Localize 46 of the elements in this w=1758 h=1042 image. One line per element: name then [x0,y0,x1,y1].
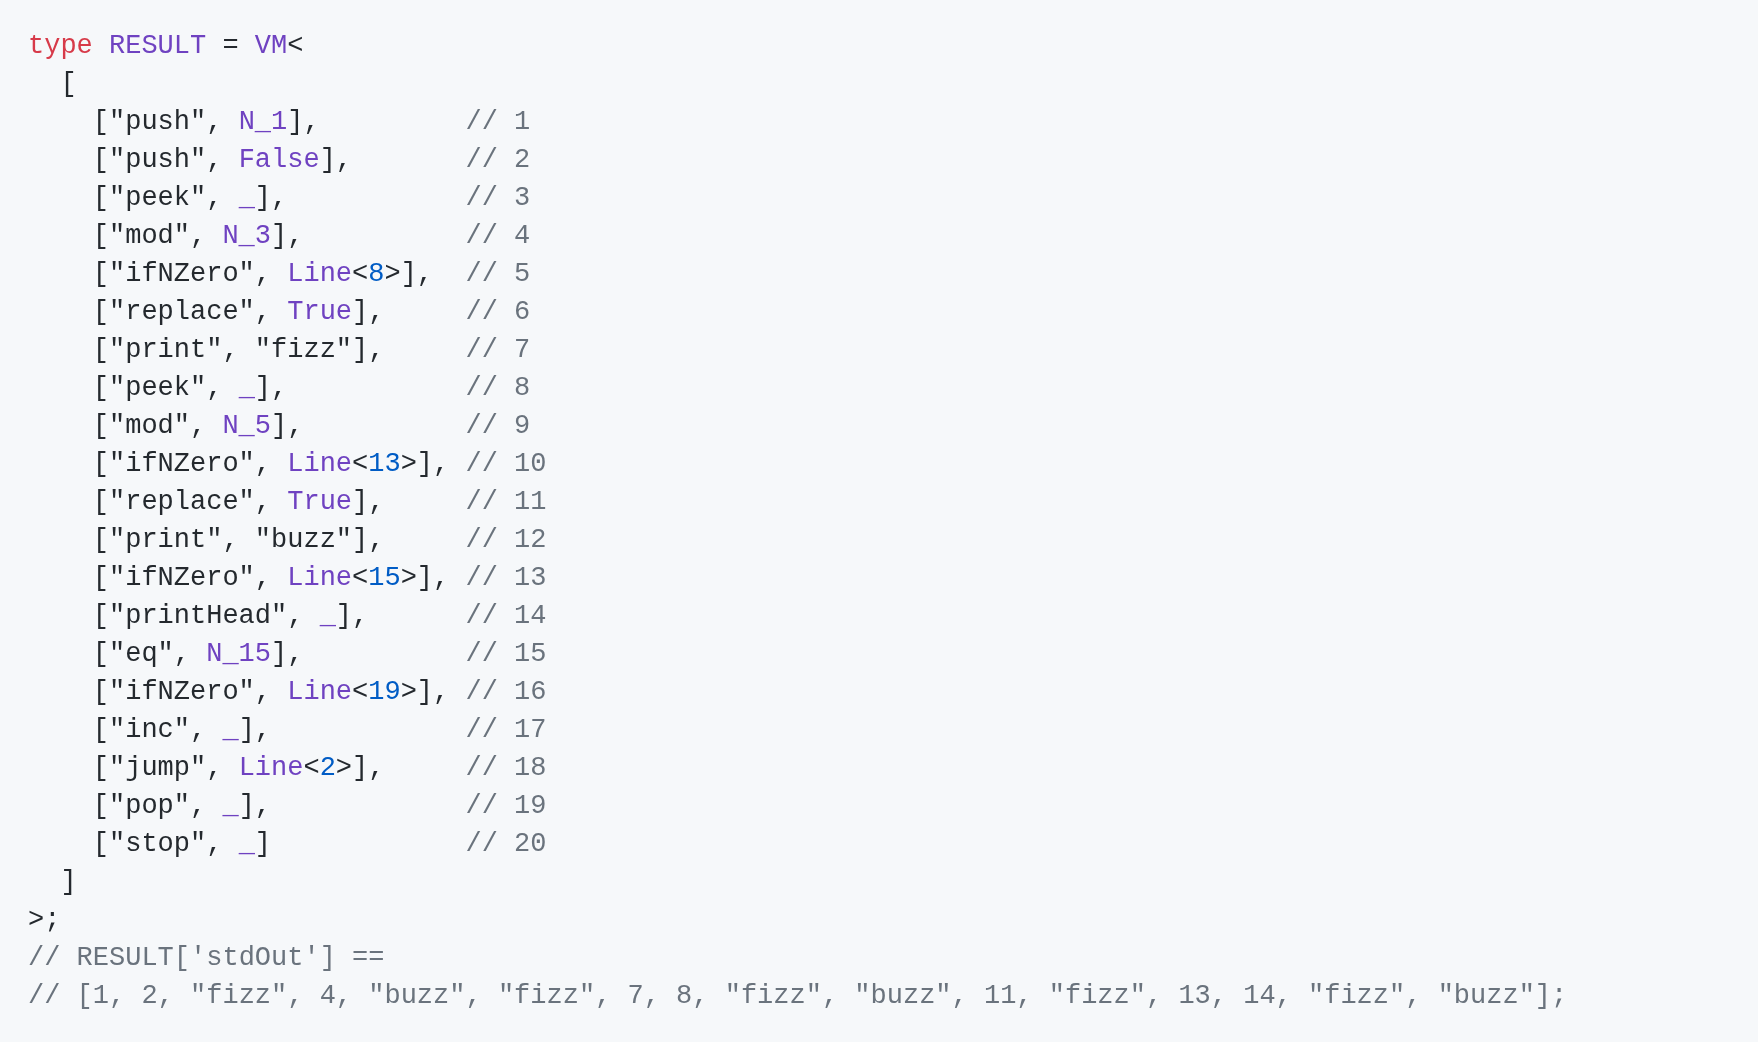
code-comment: // 7 [465,334,531,367]
code-comment: // RESULT['stdOut'] == [28,942,385,975]
code-comment: // 15 [465,638,547,671]
code-line: ["ifNZero", Line<19>], [92,676,450,709]
code-comment: // 12 [465,524,547,557]
code-comment: // 10 [465,448,547,481]
code-line: ["inc", _], [92,714,272,747]
code-line: ["ifNZero", Line<13>], [92,448,450,481]
code-comment: // 8 [465,372,531,405]
code-comment: // 14 [465,600,547,633]
code-comment: // 11 [465,486,547,519]
code-comment: // 18 [465,752,547,785]
code-line: [ [60,68,77,101]
code-line: ["peek", _], [92,182,288,215]
code-comment: // 17 [465,714,547,747]
code-comment: // 20 [465,828,547,861]
code-comment: // 1 [465,106,531,139]
code-line: ["peek", _], [92,372,288,405]
code-comment: // 13 [465,562,547,595]
code-comment: // [1, 2, "fizz", 4, "buzz", "fizz", 7, 8, "fizz", "buzz", 11, "fizz", 13, 14, "fizz", "buzz"]; [28,980,1568,1013]
code-line: ["mod", N_3], [92,220,304,253]
code-line: ["printHead", _], [92,600,369,633]
code-line: ["push", False], [92,144,353,177]
code-line: type RESULT = VM< [28,30,304,63]
code-line: ["replace", True], [92,486,385,519]
code-line: >; [28,904,61,937]
code-line: ["print", "fizz"], [92,334,385,367]
code-comment: // 3 [465,182,531,215]
code-line: ["ifNZero", Line<15>], [92,562,450,595]
code-line: ] [60,866,77,899]
code-line: ["mod", N_5], [92,410,304,443]
code-line: ["replace", True], [92,296,385,329]
code-line: ["pop", _], [92,790,272,823]
code-comment: // 4 [465,220,531,253]
code-line: ["push", N_1], [92,106,320,139]
code-comment: // 19 [465,790,547,823]
code-line: ["ifNZero", Line<8>], [92,258,434,291]
code-comment: // 5 [465,258,531,291]
code-comment: // 6 [465,296,531,329]
code-comment: // 16 [465,676,547,709]
code-line: ["jump", Line<2>], [92,752,385,785]
code-line: ["eq", N_15], [92,638,304,671]
code-comment: // 9 [465,410,531,443]
code-line: ["print", "buzz"], [92,524,385,557]
code-comment: // 2 [465,144,531,177]
code-line: ["stop", _] [92,828,272,861]
